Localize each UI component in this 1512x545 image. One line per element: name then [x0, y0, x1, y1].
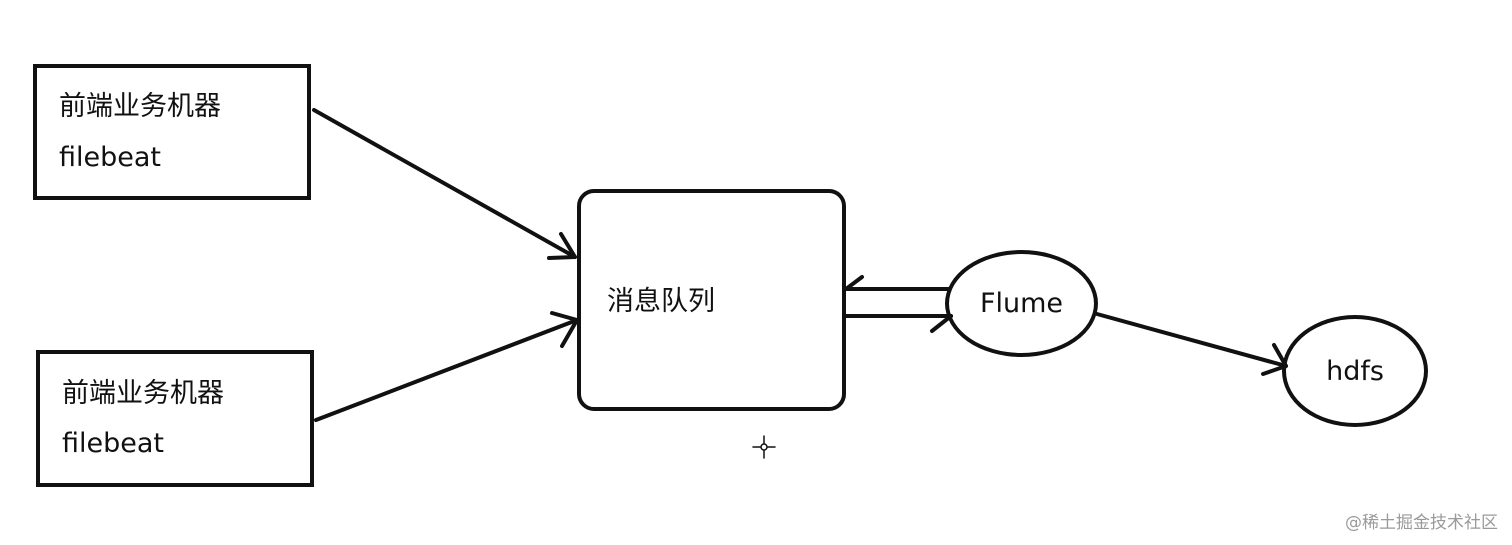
hdfs-label: hdfs [1326, 355, 1384, 387]
message-queue-node: 消息队列 [577, 189, 846, 411]
arrow-source-bottom-to-queue [314, 318, 579, 422]
source-machine-top: 前端业务机器 filebeat [33, 64, 311, 200]
source-machine-top-title: 前端业务机器 [59, 91, 221, 122]
arrowhead-source-top [547, 232, 577, 260]
source-machine-top-subtitle: filebeat [59, 142, 162, 173]
crosshair-cursor-icon [752, 435, 776, 459]
source-machine-bottom-subtitle: filebeat [62, 428, 165, 459]
source-machine-bottom: 前端业务机器 filebeat [36, 350, 314, 487]
watermark-text: @稀土掘金技术社区 [1345, 513, 1498, 533]
source-machine-bottom-title: 前端业务机器 [62, 378, 224, 409]
arrowhead-flume-to-queue [844, 275, 864, 291]
hdfs-node: hdfs [1282, 315, 1428, 427]
flume-node: Flume [945, 250, 1098, 357]
flume-label: Flume [979, 288, 1064, 319]
message-queue-label: 消息队列 [607, 286, 715, 317]
arrow-flume-to-hdfs [1095, 312, 1288, 368]
arrow-source-top-to-queue [312, 108, 577, 259]
